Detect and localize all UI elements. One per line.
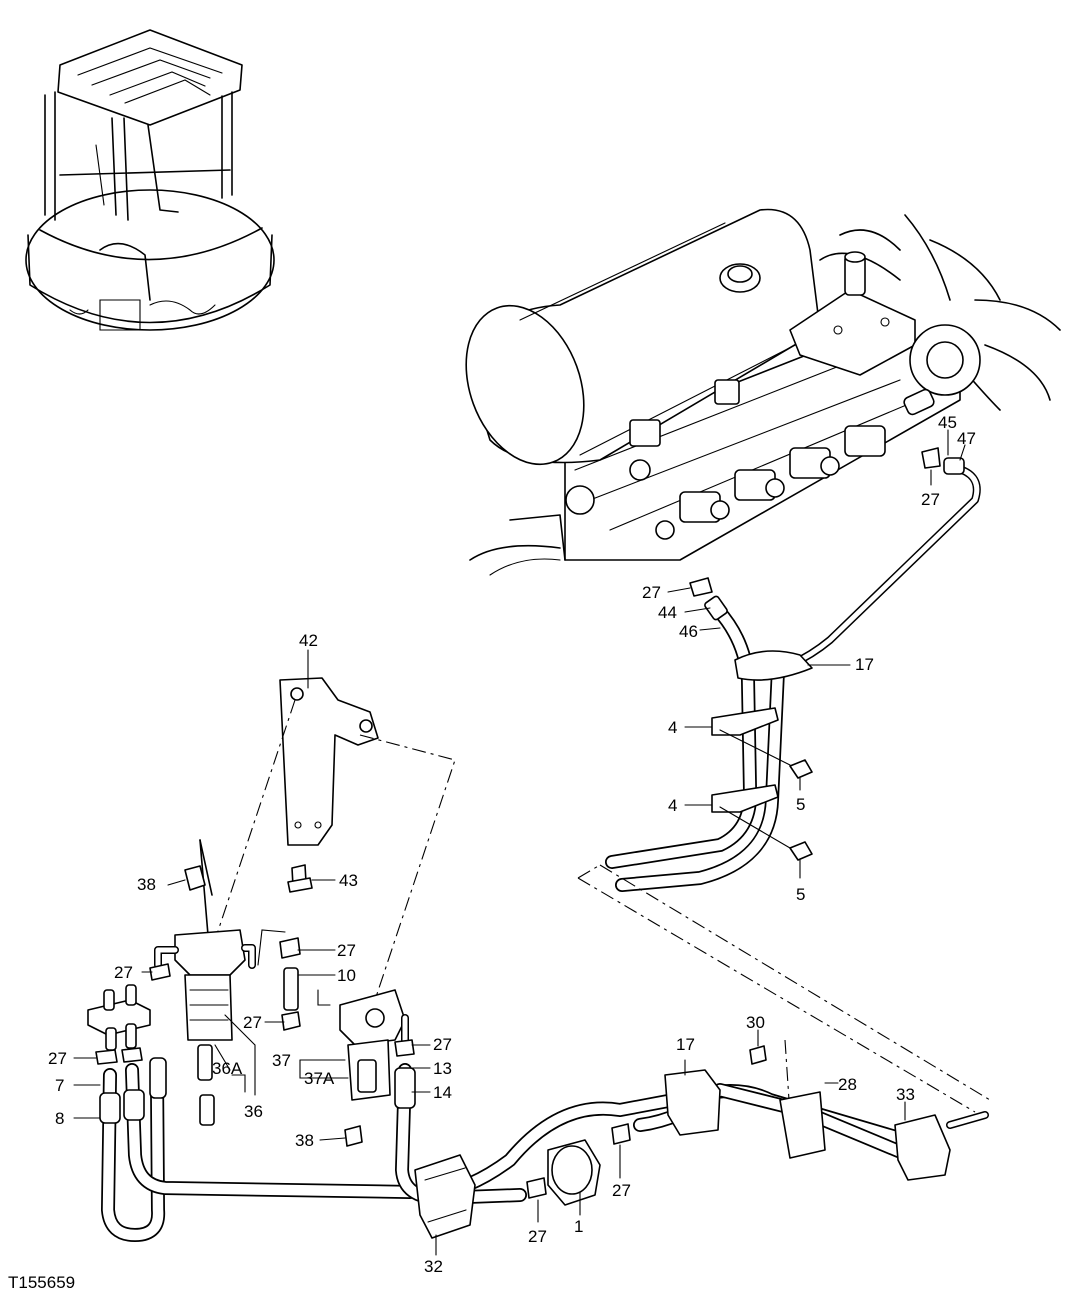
engine-illustration [465, 208, 1061, 576]
callout-33: 33 [896, 1085, 915, 1104]
callout-27: 27 [612, 1181, 631, 1200]
bracket-42 [214, 677, 456, 1001]
callout-30: 30 [746, 1013, 765, 1032]
callout-4: 4 [668, 796, 677, 815]
callout-27: 27 [243, 1013, 262, 1032]
callout-5: 5 [796, 885, 805, 904]
clamp-27-tube-bottom [281, 1011, 301, 1031]
callout-32: 32 [424, 1257, 443, 1276]
bolt-43 [287, 864, 313, 893]
clamp-32 [414, 1154, 476, 1239]
bolt-5-upper [789, 759, 813, 779]
callout-37a: 37A [304, 1069, 335, 1088]
callout-17: 17 [855, 655, 874, 674]
tube-10 [279, 937, 331, 1031]
callout-46: 46 [679, 622, 698, 641]
clamp-28 [779, 1091, 826, 1159]
clamp-17-upper [734, 650, 813, 681]
clamp-4-lower [711, 784, 779, 813]
clamp-27-lower-left [526, 1177, 547, 1199]
callout-10: 10 [337, 966, 356, 985]
fuel-filter-37 [339, 989, 415, 1147]
figure-id: T155659 [8, 1273, 75, 1292]
fuel-hoses-7-8 [99, 1057, 417, 1242]
machine-locator-illustration [25, 29, 275, 331]
fitting-13-14 [394, 1067, 416, 1109]
bolt-38-lower [344, 1125, 363, 1147]
clamp-4-upper [711, 707, 779, 736]
callout-8: 8 [55, 1109, 64, 1128]
callout-42: 42 [299, 631, 318, 650]
callout-36: 36 [244, 1102, 263, 1121]
callout-43: 43 [339, 871, 358, 890]
supply-hose-vertical [605, 577, 813, 892]
callout-1: 1 [574, 1217, 583, 1236]
callout-27: 27 [528, 1227, 547, 1246]
callout-38: 38 [137, 875, 156, 894]
clamp-27-filter-left [149, 963, 171, 981]
clamp-27-filter-right [394, 1039, 415, 1057]
callout-27: 27 [921, 490, 940, 509]
bolt-38-upper [184, 865, 206, 891]
callout-44: 44 [658, 603, 677, 622]
callout-27: 27 [642, 583, 661, 602]
connector-block [87, 984, 151, 1065]
fuel-filter-36 [149, 839, 286, 1126]
clamp-33 [894, 1114, 951, 1181]
callout-28: 28 [838, 1075, 857, 1094]
fitting-47 [943, 457, 965, 475]
callout-36a: 36A [212, 1059, 243, 1078]
callout-27: 27 [433, 1035, 452, 1054]
bolt-5-lower [789, 841, 813, 861]
callout-7: 7 [55, 1076, 64, 1095]
leader-lines [73, 429, 966, 1256]
clamp-27-lower-right [611, 1123, 631, 1145]
clamp-27-upper [689, 577, 713, 597]
main-fuel-hose-run [394, 1045, 989, 1239]
callout-27: 27 [337, 941, 356, 960]
callout-47: 47 [957, 429, 976, 448]
callout-14: 14 [433, 1083, 452, 1102]
callout-45: 45 [938, 413, 957, 432]
frame-outline [577, 864, 991, 1116]
callout-38: 38 [295, 1131, 314, 1150]
callout-27: 27 [114, 963, 133, 982]
callout-4: 4 [668, 718, 677, 737]
callout-labels: 45 47 27 27 44 46 17 4 5 4 5 42 38 43 27… [8, 413, 976, 1292]
callout-37: 37 [272, 1051, 291, 1070]
fitting-44 [704, 595, 728, 621]
clamp-17-lower [664, 1069, 721, 1136]
clamp-27-engine [921, 447, 941, 469]
callout-5: 5 [796, 795, 805, 814]
callout-17: 17 [676, 1035, 695, 1054]
clamp-27-tube-top [279, 937, 301, 959]
callout-13: 13 [433, 1059, 452, 1078]
callout-27: 27 [48, 1049, 67, 1068]
bolt-30 [749, 1045, 767, 1065]
